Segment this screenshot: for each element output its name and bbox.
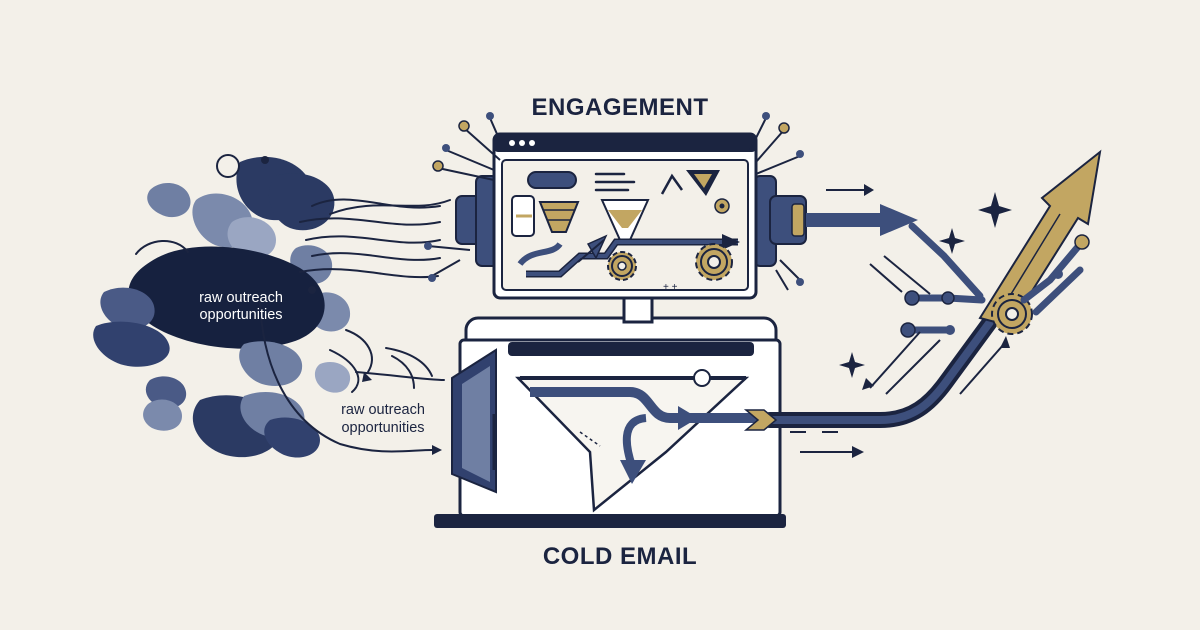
input-flow-lines [135, 198, 451, 453]
sparkle-icon [839, 192, 1012, 378]
growth-track [743, 258, 1038, 431]
chevron-icon [743, 409, 778, 431]
gear-icon [607, 251, 637, 281]
gear-icon [714, 198, 730, 214]
machine-antennae [427, 117, 801, 291]
engagement-title: ENGAGEMENT [531, 94, 709, 121]
input-blobs [93, 154, 351, 458]
thin-arrows [790, 255, 1005, 453]
funnel-icon [538, 201, 580, 233]
branch-nodes [900, 234, 1090, 338]
antenna-nodes [424, 112, 804, 286]
side-input-label: raw outreach opportunities [341, 402, 425, 436]
funnel-output-flow [530, 369, 760, 484]
screen-widgets: + + [511, 170, 740, 293]
gear-icon [991, 293, 1033, 335]
gear-icon [695, 243, 733, 281]
cold-email-title: COLD EMAIL [542, 543, 698, 570]
svg-text:+ +: + + [663, 282, 678, 293]
blob-input-label: raw outreach opportunities [199, 290, 283, 323]
output-pipe [791, 184, 918, 237]
